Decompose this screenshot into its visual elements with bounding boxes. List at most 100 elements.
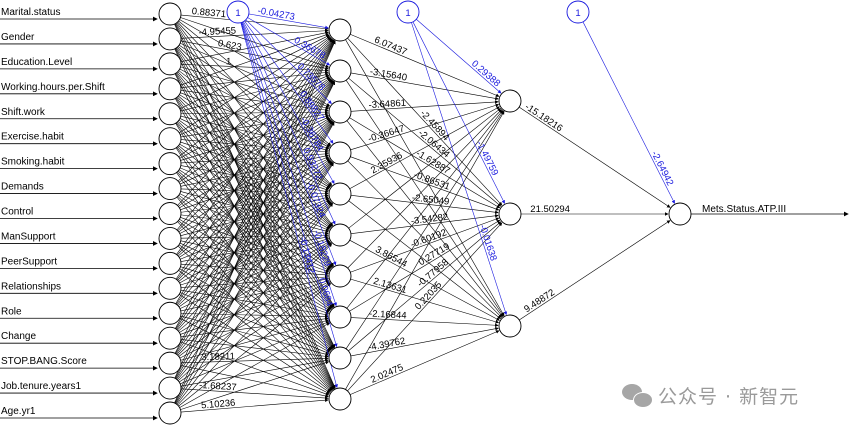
weight-edge xyxy=(180,321,330,385)
weight-label: 2.35936 xyxy=(369,150,404,176)
weight-edge xyxy=(350,103,500,151)
weight-edge xyxy=(519,220,671,321)
weight-edge xyxy=(176,203,334,405)
weight-edge xyxy=(174,40,335,354)
input-node xyxy=(158,276,182,300)
weight-edge xyxy=(179,159,331,258)
weight-edge xyxy=(179,143,331,230)
bias-weight-label: -2.64942 xyxy=(649,149,676,187)
bias-weight-label: -0.01638 xyxy=(477,223,499,262)
weight-edge xyxy=(177,245,332,392)
weight-edge xyxy=(174,40,336,379)
weight-label: -3.54282 xyxy=(410,212,449,228)
weight-edge xyxy=(178,270,332,392)
hidden1-node xyxy=(328,141,352,165)
weight-edge xyxy=(178,200,331,308)
input-node xyxy=(158,351,182,375)
weight-edge xyxy=(178,77,331,183)
weight-edge xyxy=(180,31,329,63)
hidden1-node xyxy=(328,100,352,124)
weight-edge xyxy=(178,283,332,407)
weight-edge xyxy=(176,47,334,267)
input-label: ManSupport xyxy=(1,231,56,242)
weight-edge xyxy=(178,70,331,188)
bias-node xyxy=(396,0,420,24)
weight-edge xyxy=(174,23,336,389)
input-label: Exercise.habit xyxy=(1,132,64,143)
weight-edge xyxy=(179,199,331,284)
labels: Marital.statusGenderEducation.LevelWorki… xyxy=(1,5,786,417)
weight-edge xyxy=(177,170,332,310)
input-label: Education.Level xyxy=(1,57,72,68)
weight-edge xyxy=(175,39,335,329)
weight-edge xyxy=(180,279,330,335)
weight-edge xyxy=(177,160,332,306)
weight-edge xyxy=(180,313,329,319)
weight-edge xyxy=(179,281,330,359)
hidden1-node xyxy=(328,182,352,206)
weight-edge xyxy=(180,398,329,413)
weight-edge xyxy=(178,118,331,233)
weight-edge xyxy=(176,121,334,330)
weight-edge xyxy=(174,40,336,404)
bias-edge xyxy=(416,19,502,94)
weight-edge xyxy=(177,202,332,356)
input-node xyxy=(158,376,182,400)
weight-edge xyxy=(349,239,500,321)
weight-edge xyxy=(347,222,503,392)
bias-weight-label: -0.04273 xyxy=(257,5,296,22)
weight-edge xyxy=(178,145,332,269)
weight-edge xyxy=(177,120,333,281)
weight-edge xyxy=(345,39,505,317)
weight-edge xyxy=(350,100,499,112)
weight-label: 21.50294 xyxy=(530,204,570,215)
weight-edge xyxy=(179,68,330,148)
weight-edge xyxy=(178,244,331,352)
hidden1-node xyxy=(328,223,352,247)
bias-edge xyxy=(411,22,508,316)
weight-edge xyxy=(180,167,330,231)
input-label: Marital.status xyxy=(1,7,60,18)
hidden1-node xyxy=(328,18,352,42)
weight-edge xyxy=(175,80,334,330)
weight-edge xyxy=(345,110,504,349)
weight-edge xyxy=(350,72,499,101)
weight-edge xyxy=(177,161,333,331)
bias-node-label: 1 xyxy=(235,8,240,19)
weight-edge xyxy=(178,119,331,229)
weight-label: -0.36647 xyxy=(367,123,406,144)
input-label: Relationships xyxy=(1,281,61,292)
hidden1-node xyxy=(328,264,352,288)
weight-edge xyxy=(176,162,334,380)
weight-edge xyxy=(176,147,334,349)
weight-edge xyxy=(349,219,501,312)
input-label: Smoking.habit xyxy=(1,157,65,168)
weight-edge xyxy=(177,21,333,186)
weight-edge xyxy=(350,317,499,328)
weight-edge xyxy=(177,242,332,381)
weight-edge xyxy=(179,158,330,234)
bias-edge xyxy=(243,21,335,185)
weight-edge xyxy=(180,92,330,150)
bias-edge xyxy=(242,21,336,225)
weight-edge xyxy=(175,23,334,267)
weight-edge xyxy=(177,78,332,231)
hidden1-node xyxy=(328,346,352,370)
input-label: Gender xyxy=(1,32,35,43)
bias-edge xyxy=(582,21,675,204)
weight-edge xyxy=(175,121,335,404)
weight-edge xyxy=(176,80,334,305)
weight-edge xyxy=(175,80,335,354)
weight-label: -15.18216 xyxy=(523,102,565,135)
bias-node xyxy=(566,0,590,24)
weight-edge xyxy=(176,47,333,227)
weight-edge xyxy=(350,278,500,324)
weight-edge xyxy=(518,106,671,208)
weight-label: 3.86544 xyxy=(373,244,408,270)
hidden1-node xyxy=(328,59,352,83)
weight-label: -3.15640 xyxy=(369,66,408,83)
bias-edge xyxy=(248,13,329,30)
weight-edge xyxy=(179,240,331,333)
weight-edge xyxy=(350,194,499,215)
weight-label: -1.68237 xyxy=(199,380,237,393)
